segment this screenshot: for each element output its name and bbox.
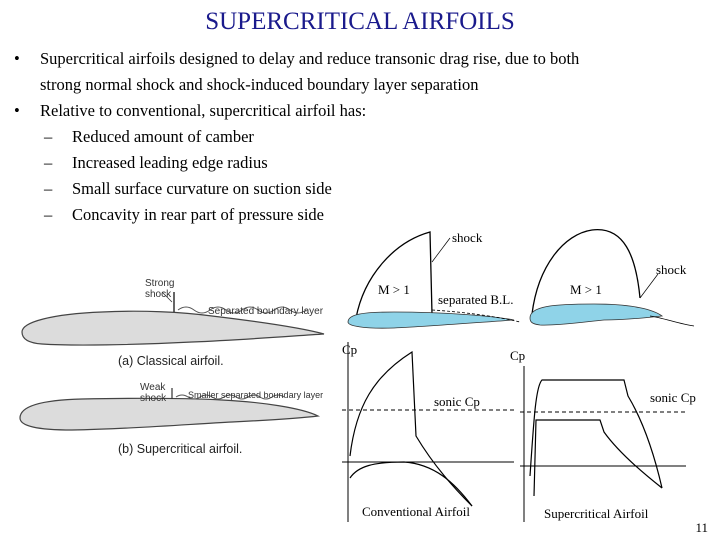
bullet-1-line-1: Supercritical airfoils designed to delay… (40, 49, 580, 68)
left-airfoil-figure: Strong shock Separated boundary layer (a… (12, 268, 330, 468)
super-upper-cp-curve (529, 379, 663, 489)
mach-label-2: M > 1 (570, 282, 602, 297)
shock1-leader (431, 237, 451, 263)
left-figure-svg (19, 291, 325, 431)
sub-bullet-text: Increased leading edge radius (72, 153, 268, 172)
shock-label-1: shock (452, 230, 483, 245)
smaller-bl-label: Smaller separated boundary layer (188, 390, 324, 400)
bullet-1: • Supercritical airfoils designed to del… (14, 46, 714, 98)
dash-mark: – (44, 205, 53, 224)
conventional-airfoil-label: Conventional Airfoil (362, 504, 470, 519)
sub-bullet-4: –Concavity in rear part of pressure side (44, 202, 714, 228)
slide-title: SUPERCRITICAL AIRFOILS (205, 8, 515, 35)
caption-b: (b) Supercritical airfoil. (118, 442, 243, 456)
conv-upper-cp-curve (349, 350, 473, 507)
dash-mark: – (44, 127, 53, 146)
right-cp-figure: shock M > 1 separated B.L. M > 1 shock C… (334, 226, 706, 526)
sub-bullet-text: Concavity in rear part of pressure side (72, 205, 324, 224)
classical-airfoil-shape (21, 310, 325, 346)
dash-mark: – (44, 153, 53, 172)
supercritical-wake (649, 315, 695, 327)
page-number: 11 (695, 520, 708, 535)
supercritical-airfoil-shape (19, 397, 321, 431)
shock2-leader (639, 273, 659, 299)
separated-bl-dashed (431, 309, 521, 323)
bullet-2: • Relative to conventional, supercritica… (14, 98, 714, 124)
supercritical-supersonic-pocket (531, 229, 641, 315)
separated-bl-label: Separated boundary layer (208, 306, 324, 317)
bullet-2-text: Relative to conventional, supercritical … (40, 101, 367, 120)
supercritical-airfoil (529, 303, 664, 326)
sonic-cp-label-2: sonic Cp (650, 390, 696, 405)
leader-line (161, 291, 173, 303)
conventional-supersonic-pocket (355, 231, 433, 319)
smaller-bl-wavy (175, 394, 285, 400)
bullet-1-line-2: strong normal shock and shock-induced bo… (40, 75, 479, 94)
bullet-list: • Supercritical airfoils designed to del… (14, 46, 714, 228)
sonic-cp-label-1: sonic Cp (434, 394, 480, 409)
mach-label-1: M > 1 (378, 282, 410, 297)
right-figure-svg (342, 229, 695, 522)
sub-bullet-1: –Reduced amount of camber (44, 124, 714, 150)
conventional-airfoil (347, 311, 515, 329)
bullet-dot: • (14, 101, 20, 120)
sub-bullet-2: –Increased leading edge radius (44, 150, 714, 176)
separated-bl-label-right: separated B.L. (438, 292, 514, 307)
cp-label-conventional: Cp (342, 342, 358, 357)
strong-shock-label: Strong shock (145, 278, 175, 300)
caption-a: (a) Classical airfoil. (118, 354, 224, 368)
sub-bullet-text: Reduced amount of camber (72, 127, 254, 146)
supercritical-airfoil-label: Supercritical Airfoil (544, 506, 649, 521)
weak-shock-label: Weak shock (140, 382, 167, 404)
sub-bullet-list: –Reduced amount of camber –Increased lea… (44, 124, 714, 228)
sub-bullet-text: Small surface curvature on suction side (72, 179, 332, 198)
shock-label-2: shock (656, 262, 687, 277)
conv-lower-cp-curve (349, 461, 473, 507)
bullet-dot: • (14, 49, 20, 68)
cp-label-supercritical: Cp (510, 348, 526, 363)
super-lower-cp-curve (533, 419, 663, 497)
separated-bl-wavy (177, 306, 307, 314)
sub-bullet-3: –Small surface curvature on suction side (44, 176, 714, 202)
dash-mark: – (44, 179, 53, 198)
